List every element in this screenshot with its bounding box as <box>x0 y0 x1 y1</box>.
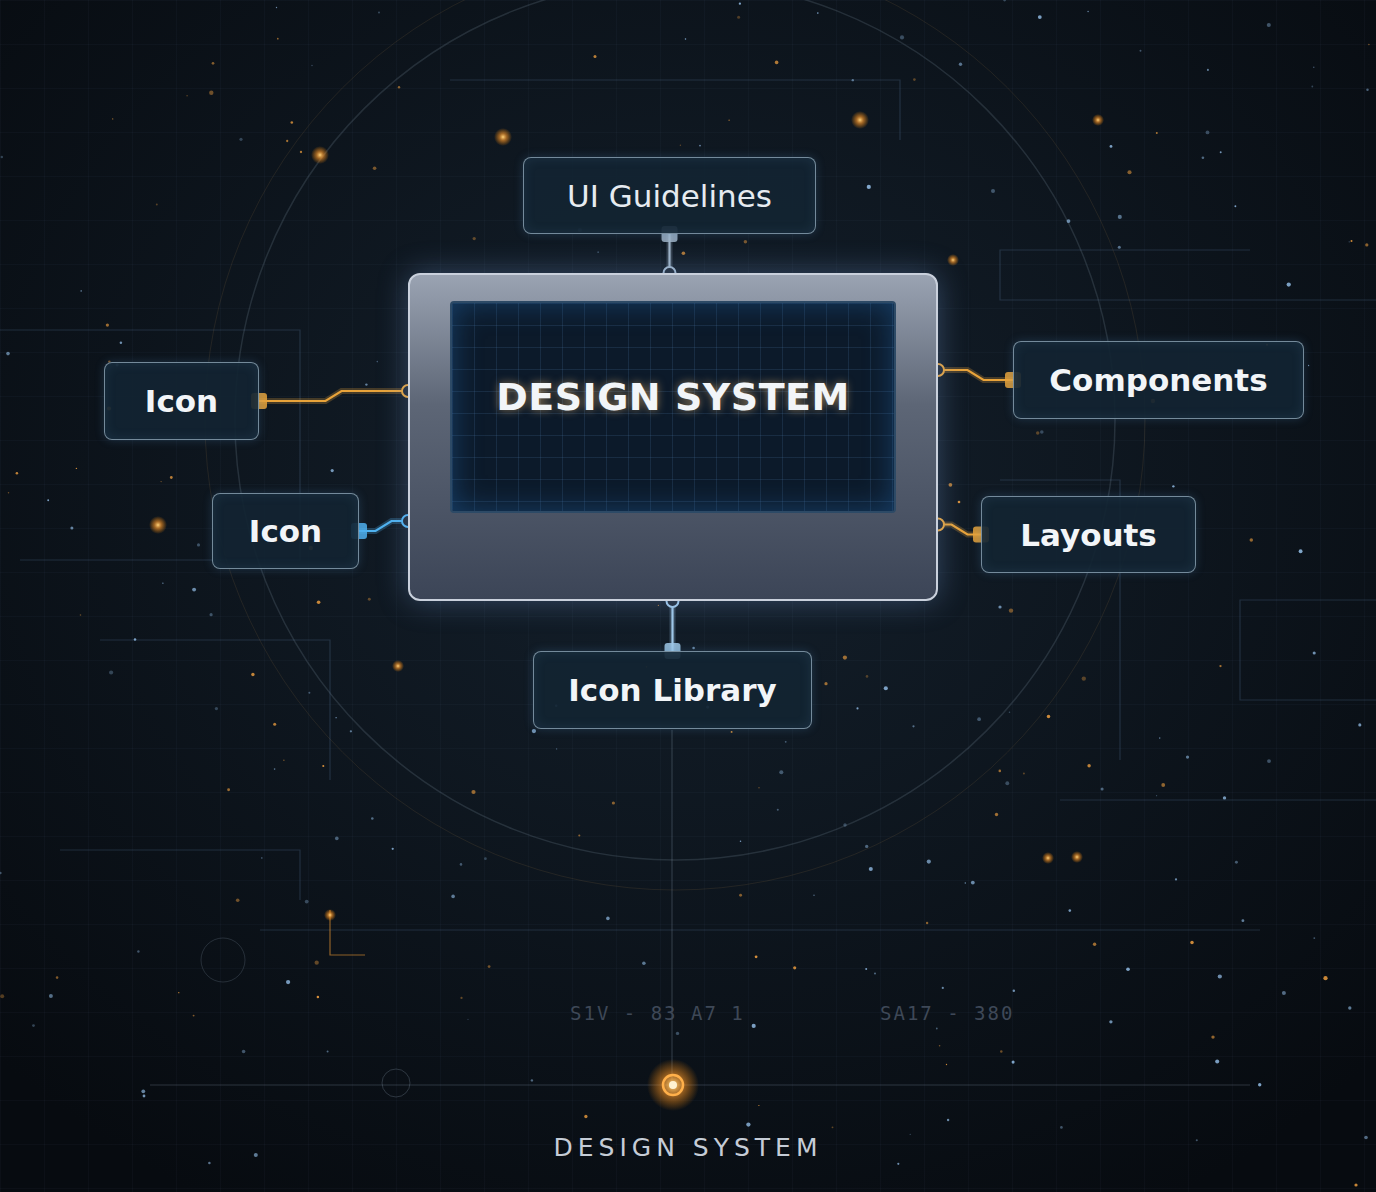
icon-box: Icon <box>212 493 359 569</box>
icon-box: Icon <box>104 362 259 440</box>
node-label: UI Guidelines <box>567 178 772 214</box>
caption: DESIGN SYSTEM <box>0 1133 1376 1162</box>
design-system-panel: DESIGN SYSTEM <box>408 273 938 601</box>
connector <box>665 595 681 659</box>
connector <box>932 364 1021 388</box>
node-label: Icon <box>249 513 322 549</box>
node-label: Layouts <box>1020 517 1157 553</box>
node-label: DESIGN SYSTEM <box>496 375 850 419</box>
components-box: Components <box>1013 341 1304 419</box>
layouts-box: Layouts <box>981 496 1196 573</box>
guideline-box: UI Guidelines <box>523 157 816 234</box>
node-label: Icon <box>145 383 218 419</box>
node-label: Components <box>1049 362 1267 398</box>
faint-code: S1V - 83 A7 1 <box>570 1002 745 1024</box>
node-label: Icon Library <box>568 672 776 708</box>
connector <box>251 385 414 409</box>
connector <box>351 515 414 539</box>
faint-code: SA17 - 380 <box>880 1002 1014 1024</box>
icon-library-box: Icon Library <box>533 651 812 729</box>
